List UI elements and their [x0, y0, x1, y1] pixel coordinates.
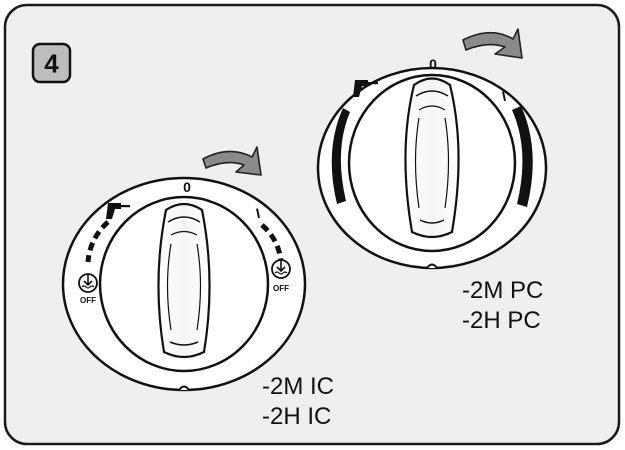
heat-arc-left	[331, 108, 350, 204]
model-label: -2H IC	[262, 403, 332, 430]
model-label: -2H PC	[462, 307, 541, 334]
model-label: -2M PC	[462, 277, 544, 304]
defrost-off-icon-left: OFF	[78, 273, 98, 305]
position-zero-label: 0	[183, 179, 191, 195]
model-list-ic: -2M IC -2H IC	[262, 372, 334, 432]
knob-grip-pc	[404, 77, 460, 239]
heat-arc-right	[512, 106, 533, 207]
off-label-left: OFF	[80, 296, 96, 305]
off-label-right: OFF	[273, 284, 289, 293]
step-number: 4	[44, 49, 59, 79]
heat-arc-dashed-right	[260, 223, 284, 263]
tool-position-icon	[106, 203, 130, 219]
position-one-label: I	[254, 205, 261, 221]
knob-ic: 0 I OFF OFF	[61, 146, 307, 392]
rotate-clockwise-arrow-icon	[462, 28, 523, 59]
tool-position-icon	[353, 80, 378, 97]
heat-arc-dashed-left	[85, 220, 110, 263]
knob-pc: 0 I	[316, 28, 548, 270]
position-zero-label: 0	[429, 56, 437, 72]
knob-grip-ic	[157, 202, 211, 359]
defrost-off-icon-right: OFF	[271, 259, 291, 293]
position-one-label: I	[500, 88, 507, 104]
step-badge: 4	[31, 42, 72, 84]
model-label: -2M IC	[262, 373, 334, 400]
rotate-clockwise-arrow-icon	[202, 146, 262, 176]
model-list-pc: -2M PC -2H PC	[462, 276, 543, 336]
